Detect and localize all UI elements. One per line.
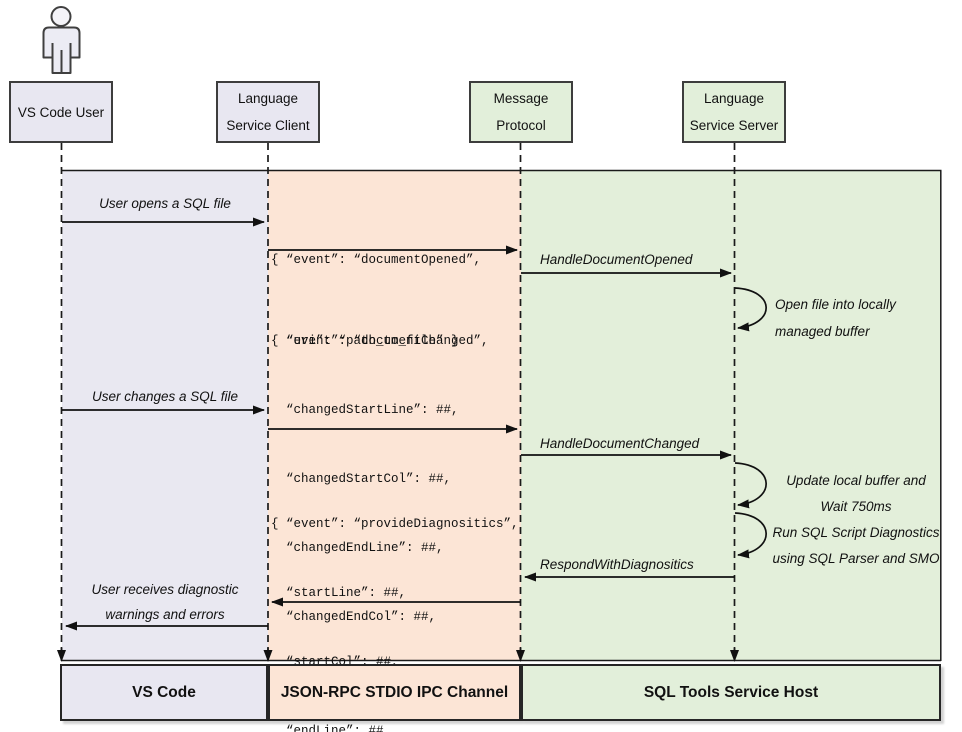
actor-label: VS Code User	[17, 104, 105, 120]
json-line: { “event”: “documentChanged”,	[271, 334, 489, 348]
bottom-box-json-rpc-channel: JSON-RPC STDIO IPC Channel	[268, 664, 521, 721]
json-line: “changedStartLine”: ##,	[271, 403, 459, 417]
actor-box-language-service-client: Language Service Client	[216, 81, 320, 143]
actor-box-language-service-server: Language Service Server	[682, 81, 786, 143]
label-handle-document-changed: HandleDocumentChanged	[540, 436, 700, 451]
json-line: { “event”: “documentOpened”,	[271, 253, 482, 267]
json-line: { “event”: “provideDiagnositics”,	[271, 517, 519, 531]
person-icon	[42, 6, 81, 74]
actor-label: Message	[493, 91, 549, 106]
json-line: “startLine”: ##,	[271, 586, 407, 600]
label-user-changes-file: User changes a SQL file	[91, 389, 239, 404]
note-run-diagnostics: Run SQL Script Diagnostics using SQL Par…	[772, 525, 940, 566]
note-open-file-buffer: Open file into locally managed buffer	[775, 297, 896, 339]
bottom-box-sql-tools-service-host: SQL Tools Service Host	[521, 664, 941, 721]
json-line: “uri”: “path_to_file” }	[271, 334, 459, 348]
label-user-opens-file: User opens a SQL file	[99, 196, 231, 211]
json-line: “endLine”: ##,	[271, 724, 392, 732]
self-loop-run-diagnostics	[734, 512, 767, 559]
json-line: “changedEndLine”: ##,	[271, 541, 444, 555]
actor-box-vs-code-user: VS Code User	[9, 81, 113, 143]
actor-box-message-protocol: Message Protocol	[469, 81, 573, 143]
lane-service-host	[521, 171, 941, 661]
lane-ipc-channel	[268, 171, 521, 661]
actor-label: Service Server	[689, 118, 779, 133]
self-loop-open-file	[734, 287, 767, 332]
label-handle-document-opened: HandleDocumentOpened	[540, 252, 693, 267]
json-block-document-opened: { “event”: “documentOpened”, “uri”: “pat…	[271, 193, 481, 409]
actor-label: Language	[703, 91, 765, 106]
self-loop-update-buffer	[734, 462, 767, 509]
json-line: “changedEndCol”: ##,	[271, 610, 437, 624]
actor-label: Protocol	[496, 118, 546, 133]
json-line: “changedStartCol”: ##,	[271, 472, 452, 486]
lane-vscode	[62, 171, 268, 661]
note-update-buffer-wait: Update local buffer and Wait 750ms	[786, 473, 926, 514]
label-user-receives-diagnostics: User receives diagnostic warnings and er…	[91, 582, 239, 622]
label-respond-with-diagnostics: RespondWithDiagnositics	[540, 557, 694, 572]
bottom-box-vs-code: VS Code	[60, 664, 268, 721]
actor-label: Service Client	[226, 118, 310, 133]
actor-label: Language	[237, 91, 299, 106]
